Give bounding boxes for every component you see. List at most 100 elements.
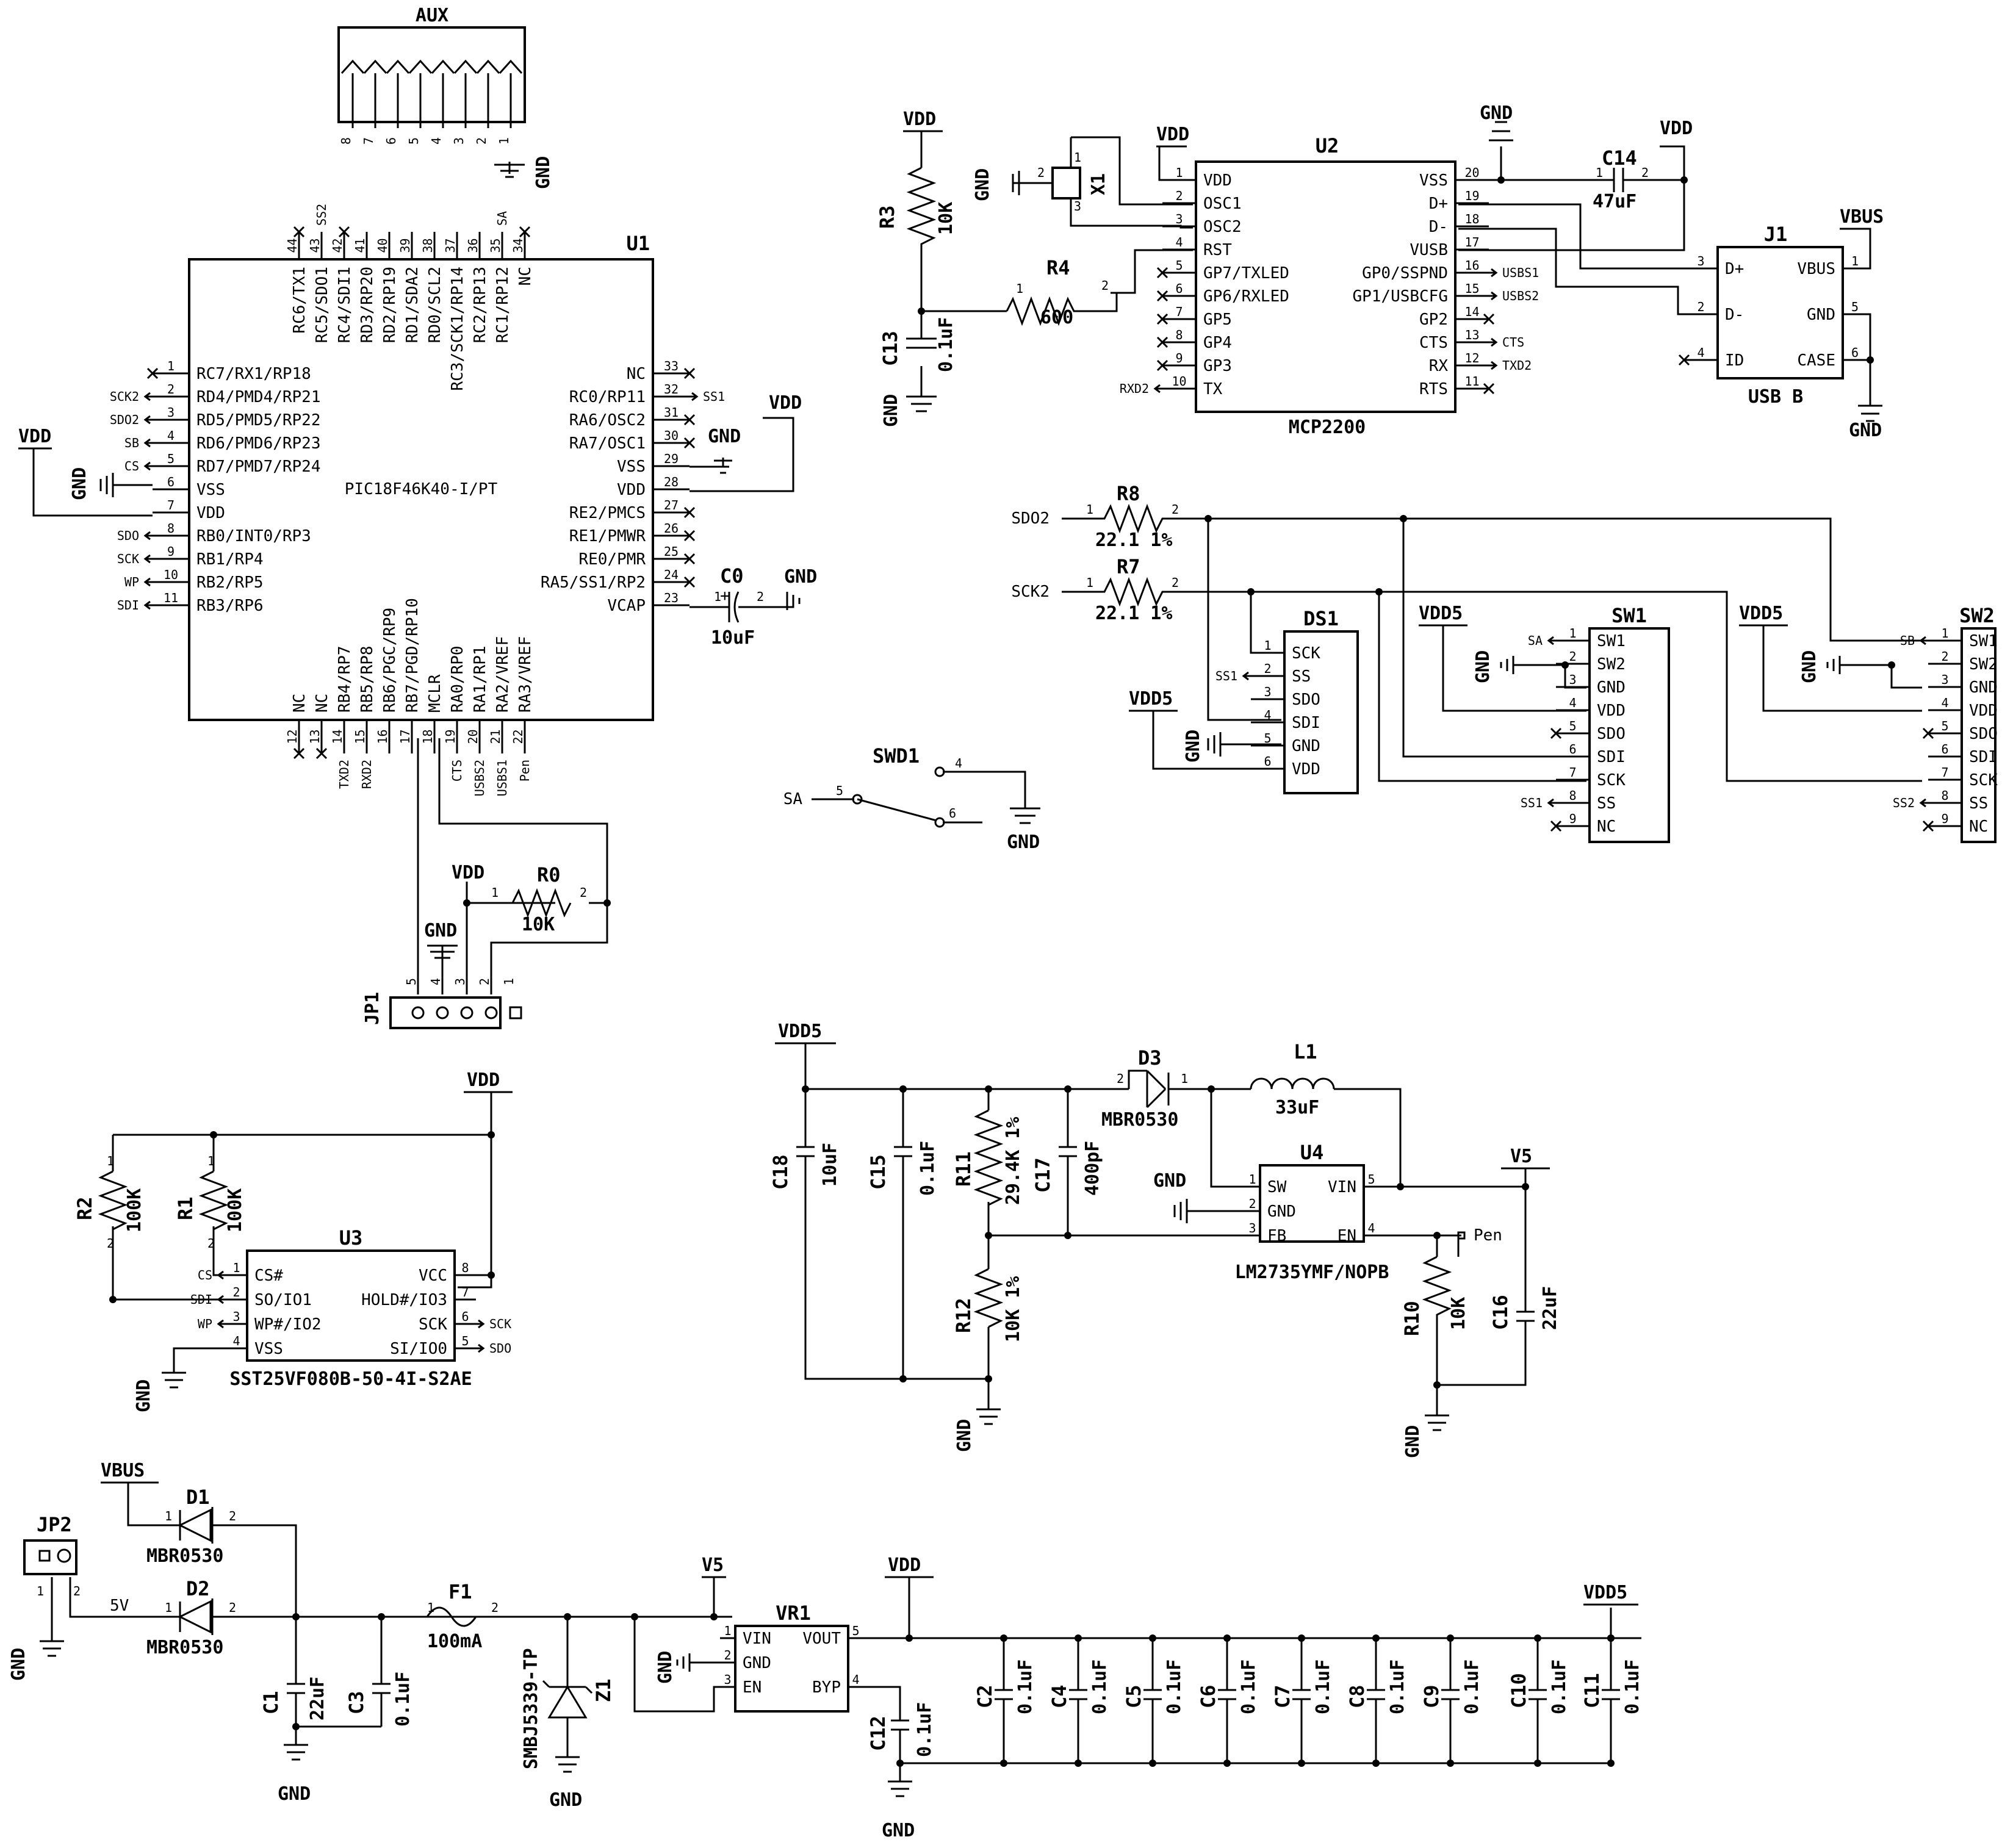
j1-pin-4-name: ID bbox=[1725, 351, 1744, 370]
u1-pin-17-name: RB7/PGD/RP10 bbox=[403, 598, 422, 713]
aux-ref: AUX bbox=[416, 5, 448, 26]
c18-ref: C18 bbox=[769, 1154, 792, 1190]
c12-ref: C12 bbox=[866, 1716, 890, 1751]
sw2-pin-7-number: 7 bbox=[1941, 765, 1948, 780]
c13-gnd-label: GND bbox=[880, 394, 902, 427]
u3-pin-8-number: 8 bbox=[461, 1260, 469, 1275]
vr1-v5-label: V5 bbox=[702, 1555, 724, 1576]
u1-pin-2-name: RD4/PMD4/RP21 bbox=[196, 388, 321, 406]
u2-pin-15-net: USBS2 bbox=[1502, 289, 1539, 303]
ds1-pin-5-number: 5 bbox=[1264, 731, 1271, 746]
u4-gnd-label: GND bbox=[1153, 1170, 1186, 1192]
u1-pin-6-name: VSS bbox=[196, 481, 225, 499]
u2-pin-7-number: 7 bbox=[1175, 304, 1183, 319]
vr1-pin-2-name: GND bbox=[743, 1654, 771, 1672]
u3-pin-8-name: VCC bbox=[419, 1267, 447, 1285]
u1-pin-30-number: 30 bbox=[664, 428, 679, 443]
sw1-pin-4-number: 4 bbox=[1569, 696, 1576, 710]
c0-value: 10uF bbox=[711, 627, 755, 649]
sw1-pin-8-arrow bbox=[1547, 798, 1556, 808]
u1-pin-22-number: 22 bbox=[511, 729, 525, 744]
u2-pin-17-name: VUSB bbox=[1410, 241, 1448, 259]
r2-value: 100K bbox=[124, 1188, 145, 1232]
u1-pin-10-number: 10 bbox=[164, 567, 178, 582]
u1-pin-14-number: 14 bbox=[330, 729, 345, 744]
u1-vdd-right-label: VDD bbox=[769, 392, 802, 414]
j1-pin-3-name: D+ bbox=[1725, 260, 1744, 278]
r10-gnd-label: GND bbox=[1402, 1425, 1424, 1458]
u3-pin-6-arrow bbox=[476, 1319, 485, 1329]
ds1-pin-6-number: 6 bbox=[1264, 754, 1271, 769]
bypass-vdd5-label: VDD5 bbox=[1583, 1582, 1627, 1603]
u1-pin-15-name: RB5/RP8 bbox=[358, 645, 376, 713]
u1-pin-33-name: NC bbox=[627, 365, 646, 383]
u2-pin-15-name: GP1/USBCFG bbox=[1352, 287, 1448, 306]
swd1-ref: SWD1 bbox=[873, 744, 920, 768]
u1-pin-44-name: RC6/TX1 bbox=[290, 267, 309, 334]
u1-pin-37-number: 37 bbox=[443, 238, 458, 253]
u2-pin-12-arrow bbox=[1489, 361, 1498, 370]
junction-dot bbox=[1534, 1634, 1541, 1642]
u2-pin-13-number: 13 bbox=[1464, 328, 1479, 342]
u1-pin-16-number: 16 bbox=[375, 729, 390, 744]
u1-pin-13-number: 13 bbox=[308, 729, 322, 744]
u2-pin-10-net: RXD2 bbox=[1120, 381, 1149, 396]
no-connect-mark bbox=[338, 226, 350, 238]
u1-pin-41-number: 41 bbox=[353, 238, 367, 253]
c0-plus: + bbox=[720, 587, 730, 605]
vr1-pin-5-number: 5 bbox=[852, 1623, 859, 1638]
r0-zigzag bbox=[511, 888, 572, 918]
u2-gnd-label: GND bbox=[1480, 102, 1513, 124]
aux-pin-8 bbox=[340, 59, 365, 128]
u3-pin-2-name: SO/IO1 bbox=[254, 1291, 312, 1309]
r3-ref: R3 bbox=[876, 205, 899, 229]
x1-body bbox=[1051, 167, 1081, 200]
aux-pin-1 bbox=[499, 59, 523, 128]
no-connect-mark bbox=[683, 576, 696, 588]
f1-value: 100mA bbox=[427, 1631, 482, 1652]
u1-pin-19-number: 19 bbox=[443, 729, 458, 744]
u2-pin-19-name: D+ bbox=[1429, 195, 1448, 213]
d2-pin1: 1 bbox=[165, 1600, 172, 1615]
bypass-c10-ref: C10 bbox=[1507, 1673, 1530, 1708]
u2-pin-9-number: 9 bbox=[1175, 351, 1183, 365]
r11-ref: R11 bbox=[952, 1151, 975, 1187]
u1-pin-18-name: MCLR bbox=[426, 674, 444, 713]
u1-pin-14-name: RB4/RP7 bbox=[336, 645, 354, 713]
r8-value: 22.1 1% bbox=[1095, 530, 1172, 551]
jp1-pin-1-square bbox=[509, 1006, 522, 1019]
x1-ref: X1 bbox=[1088, 173, 1109, 195]
u2-pin-18-number: 18 bbox=[1464, 212, 1479, 226]
jp2-pin1: 1 bbox=[37, 1584, 44, 1598]
u1-pin-5-net: CS bbox=[124, 459, 139, 473]
no-connect-mark bbox=[683, 437, 696, 449]
no-connect-mark bbox=[293, 226, 305, 238]
u1-pin-24-name: RA5/SS1/RP2 bbox=[541, 573, 646, 592]
bypass-c11-value: 0.1uF bbox=[1622, 1659, 1643, 1714]
u4-pin-5-name: VIN bbox=[1328, 1178, 1356, 1196]
u2-pin-12-name: RX bbox=[1429, 357, 1449, 375]
u4-pin-3-number: 3 bbox=[1248, 1221, 1256, 1235]
c3-value: 0.1uF bbox=[392, 1672, 414, 1727]
junction-dot bbox=[1000, 1760, 1007, 1767]
j1-pin-5-number: 5 bbox=[1851, 300, 1859, 314]
u3-pin-4-name: VSS bbox=[254, 1340, 283, 1358]
u2-pin-11-number: 11 bbox=[1464, 374, 1479, 389]
jp1-body bbox=[389, 996, 502, 1029]
junction-dot bbox=[1075, 1634, 1082, 1642]
u1-pin-30-name: RA7/OSC1 bbox=[569, 434, 646, 453]
u1-pin-23-number: 23 bbox=[664, 591, 679, 605]
sw2-pin-6-number: 6 bbox=[1941, 742, 1948, 757]
u2-pin-8-number: 8 bbox=[1175, 328, 1183, 342]
no-connect-mark bbox=[683, 553, 696, 565]
sw2-pin-6-name: SDI bbox=[1969, 748, 1998, 766]
r4-pin1: 1 bbox=[1016, 281, 1023, 296]
r1-value: 100K bbox=[225, 1188, 246, 1232]
u4-en-net: Pen bbox=[1474, 1226, 1502, 1245]
u1-pin-25-name: RE0/PMR bbox=[578, 550, 646, 569]
aux-pin-5 bbox=[408, 59, 433, 128]
u1-top-pins: 44RC6/TX143RC5/SDO1SS242RC4/SDI141RD3/RP… bbox=[285, 204, 535, 391]
boost-v5-label: V5 bbox=[1510, 1146, 1532, 1167]
